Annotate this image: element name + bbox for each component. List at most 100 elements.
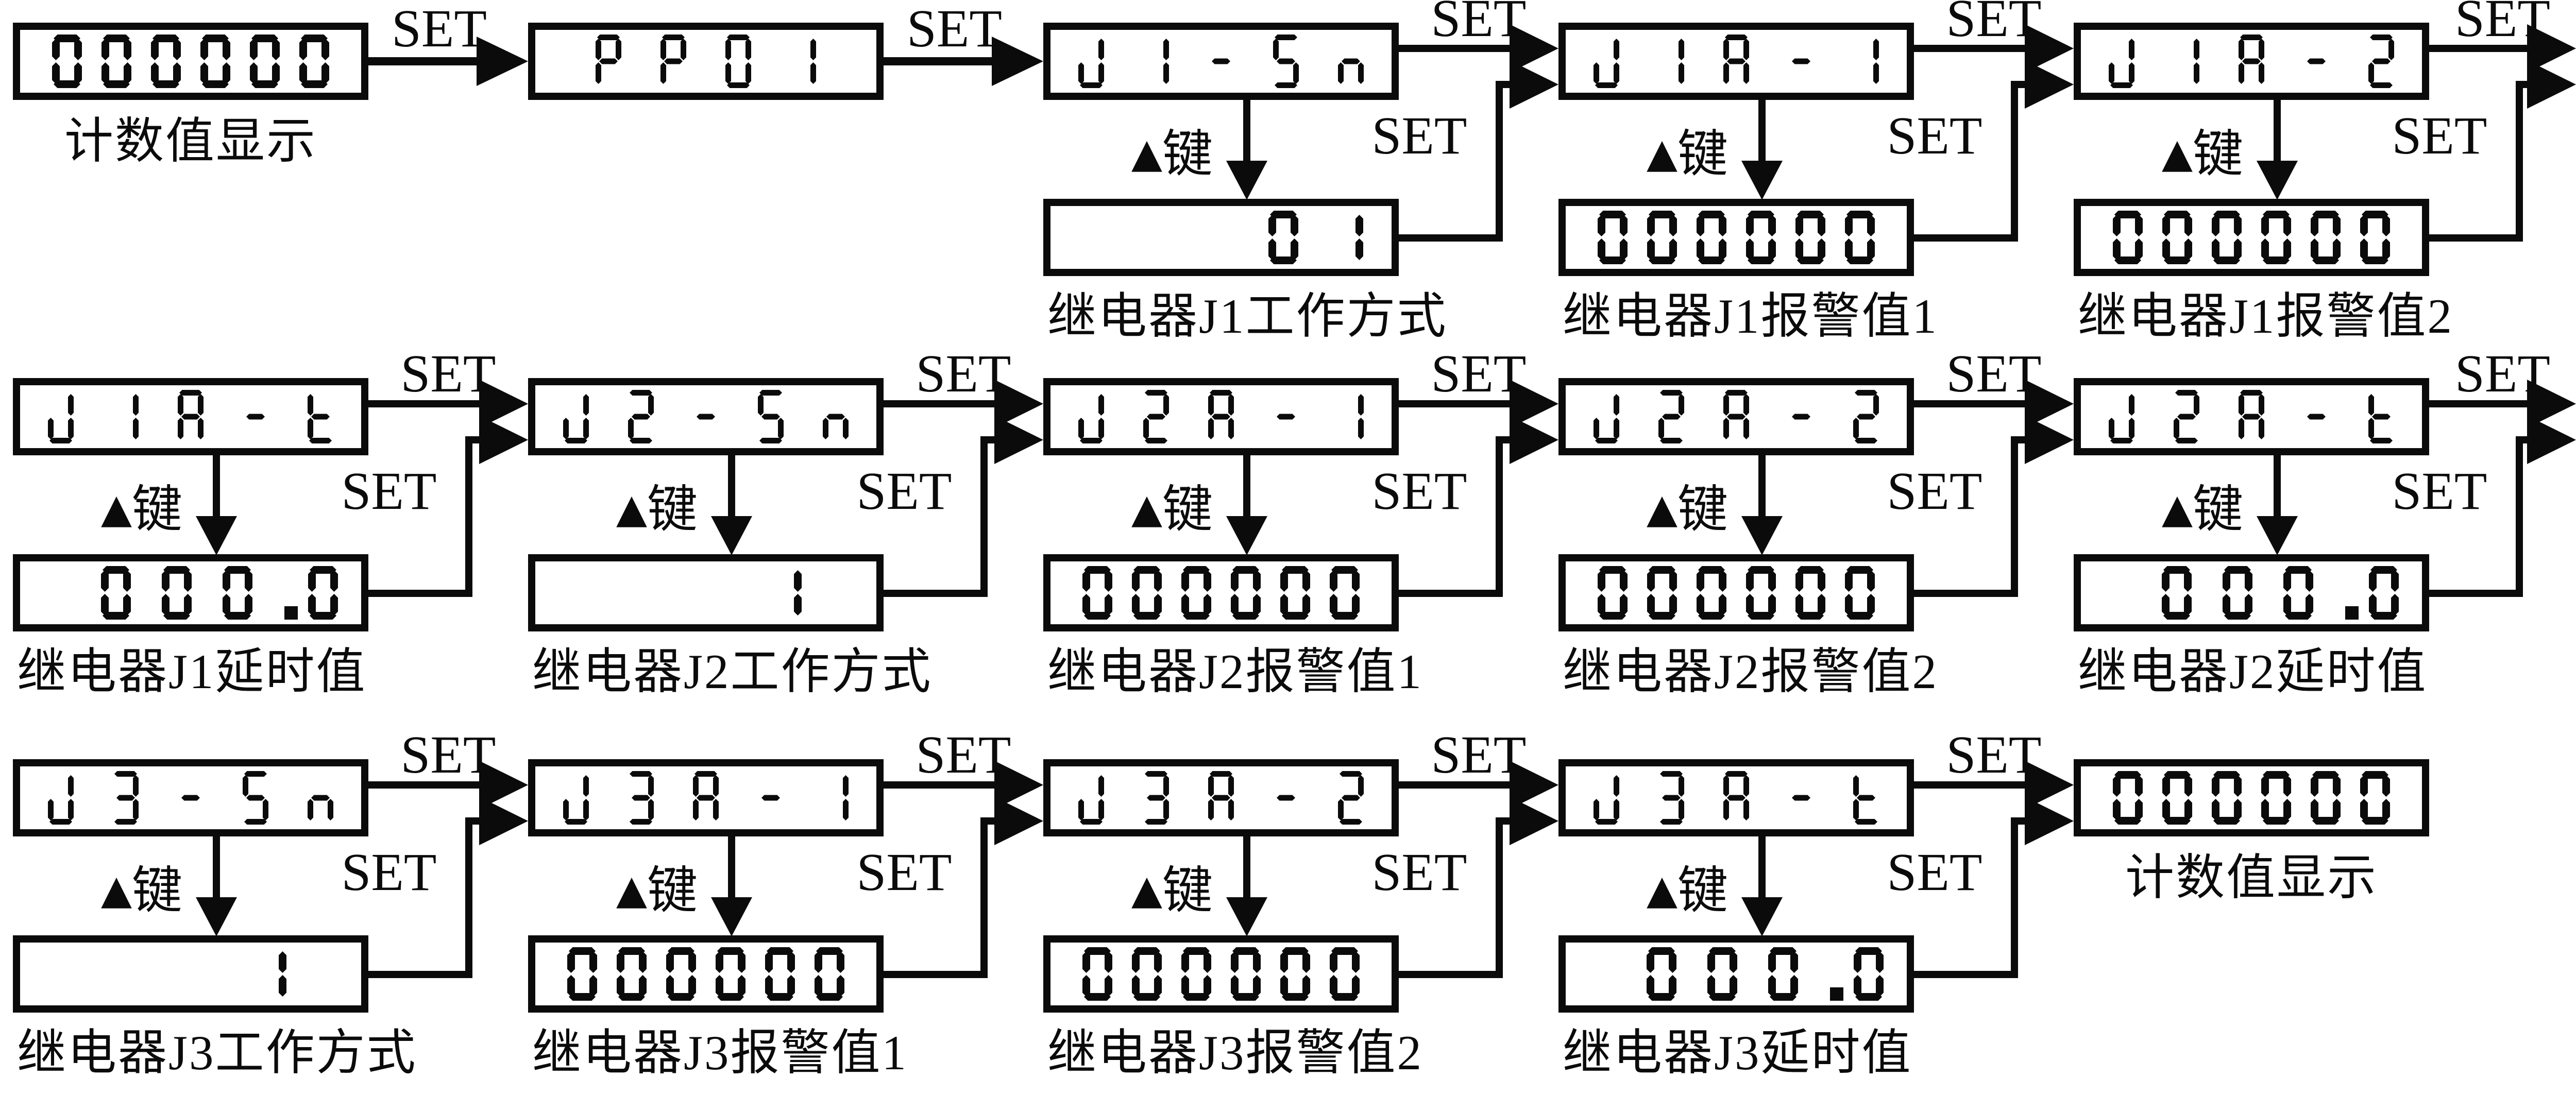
seven-segment-digit	[1746, 566, 1776, 620]
seven-segment-digit	[308, 795, 333, 820]
seven-segment-display	[1268, 211, 1363, 264]
seven-segment-digit	[1280, 566, 1310, 620]
seven-segment-digit	[716, 947, 745, 1001]
value-box-j1a-1	[1558, 199, 1914, 276]
up-key-label: ▲键	[1131, 849, 1213, 922]
up-triangle-icon: ▲	[1131, 867, 1162, 913]
seven-segment-digit	[2113, 771, 2143, 825]
seven-segment-digit	[596, 35, 621, 84]
up-key-label: ▲键	[2162, 113, 2243, 186]
caption-label: 继电器J3工作方式	[17, 1025, 417, 1080]
up-triangle-icon: ▲	[2161, 130, 2193, 177]
seven-segment-digit	[1660, 771, 1684, 825]
seven-segment-digit	[2311, 771, 2341, 825]
seven-segment-digit	[2109, 394, 2134, 443]
arrow-head	[1510, 24, 1558, 73]
seven-segment-digit	[1273, 35, 1299, 88]
seven-segment-digit	[2113, 211, 2143, 264]
set-key-label: SET	[1431, 725, 1527, 784]
display-box-000000	[13, 23, 368, 100]
seven-segment-digit	[101, 566, 131, 620]
up-key-label: ▲键	[1131, 468, 1213, 541]
set-key-label: SET	[341, 461, 437, 521]
seven-segment-digit	[697, 414, 715, 420]
seven-segment-digit	[1792, 795, 1810, 801]
seven-segment-display	[48, 771, 333, 825]
seven-segment-digit	[1873, 39, 1879, 84]
seven-segment-digit	[246, 414, 265, 420]
display-box-j2a-1	[1043, 378, 1399, 455]
arrow-head	[711, 516, 752, 555]
up-triangle-icon: ▲	[2161, 486, 2193, 532]
caption-label: 计数值显示	[64, 114, 317, 168]
seven-segment-digit	[693, 771, 719, 820]
arrow-head	[479, 797, 528, 845]
seven-segment-digit	[1078, 394, 1104, 443]
arrow-head	[2527, 416, 2576, 464]
set-key-label: SET	[1946, 344, 2042, 403]
arrow-line	[1914, 817, 2029, 978]
seven-segment-digit	[2360, 211, 2390, 264]
seven-segment-digit	[1181, 566, 1211, 620]
arrow-head	[196, 516, 237, 555]
value-box-j1a-t	[13, 554, 368, 631]
seven-segment-display	[1078, 35, 1364, 88]
arrow-head	[2025, 24, 2074, 73]
seven-segment-digit	[2307, 414, 2326, 420]
arrow-head	[2527, 380, 2576, 428]
seven-segment-digit	[2368, 35, 2394, 88]
set-key-label: SET	[392, 0, 487, 58]
display-box-j3a-1	[528, 759, 884, 836]
set-key-label: SET	[1887, 461, 1982, 521]
seven-segment-digit	[2369, 566, 2399, 620]
caption-label: 继电器J3报警值1	[532, 1025, 908, 1080]
arrow-head	[2257, 516, 2298, 555]
up-key-text: 键	[131, 863, 183, 919]
seven-segment-digit	[1212, 58, 1230, 64]
up-key-label: ▲键	[2162, 468, 2243, 541]
seven-segment-digit	[617, 947, 647, 1001]
up-triangle-icon: ▲	[1131, 486, 1162, 532]
seven-segment-digit	[1338, 58, 1364, 84]
seven-segment-digit	[2261, 771, 2291, 825]
arrow-line	[2429, 81, 2532, 242]
seven-segment-display	[2113, 771, 2390, 825]
arrow-head	[479, 416, 528, 464]
up-key-text: 键	[647, 863, 698, 919]
seven-segment-digit	[815, 947, 844, 1001]
caption-label: 继电器J1延时值	[17, 644, 367, 699]
up-triangle-icon: ▲	[1646, 867, 1677, 913]
seven-segment-digit	[2239, 390, 2264, 439]
arrow-head	[196, 897, 237, 936]
set-key-label: SET	[916, 344, 1011, 403]
seven-segment-digit	[114, 771, 139, 825]
seven-segment-display	[1598, 566, 1875, 620]
seven-segment-digit	[1697, 566, 1726, 620]
seven-segment-digit	[250, 35, 280, 88]
set-key-label: SET	[341, 843, 437, 902]
arrow-head	[2025, 60, 2074, 109]
arrow-line	[1914, 436, 2029, 597]
up-key-text: 键	[1677, 482, 1728, 538]
arrow-head	[994, 380, 1043, 428]
seven-segment-digit	[2109, 39, 2134, 88]
arrow-line	[1914, 81, 2029, 242]
seven-segment-digit	[2261, 211, 2291, 264]
arrow-head	[479, 761, 528, 809]
up-triangle-icon: ▲	[1131, 130, 1162, 177]
arrow-head	[992, 37, 1043, 86]
seven-segment-digit	[1078, 775, 1104, 825]
set-key-label: SET	[916, 725, 1011, 784]
seven-segment-display	[563, 771, 849, 825]
seven-segment-digit	[1132, 566, 1162, 620]
seven-segment-digit	[563, 775, 589, 825]
arrow-head	[2527, 60, 2576, 109]
set-key-label: SET	[856, 843, 952, 902]
up-key-text: 键	[2192, 482, 2244, 538]
up-triangle-icon: ▲	[1646, 130, 1677, 177]
seven-segment-digit	[1082, 947, 1112, 1001]
display-box-pp01	[528, 23, 884, 100]
seven-segment-digit	[1697, 211, 1726, 264]
up-key-label: ▲键	[616, 849, 698, 922]
seven-segment-display	[1594, 390, 1879, 443]
